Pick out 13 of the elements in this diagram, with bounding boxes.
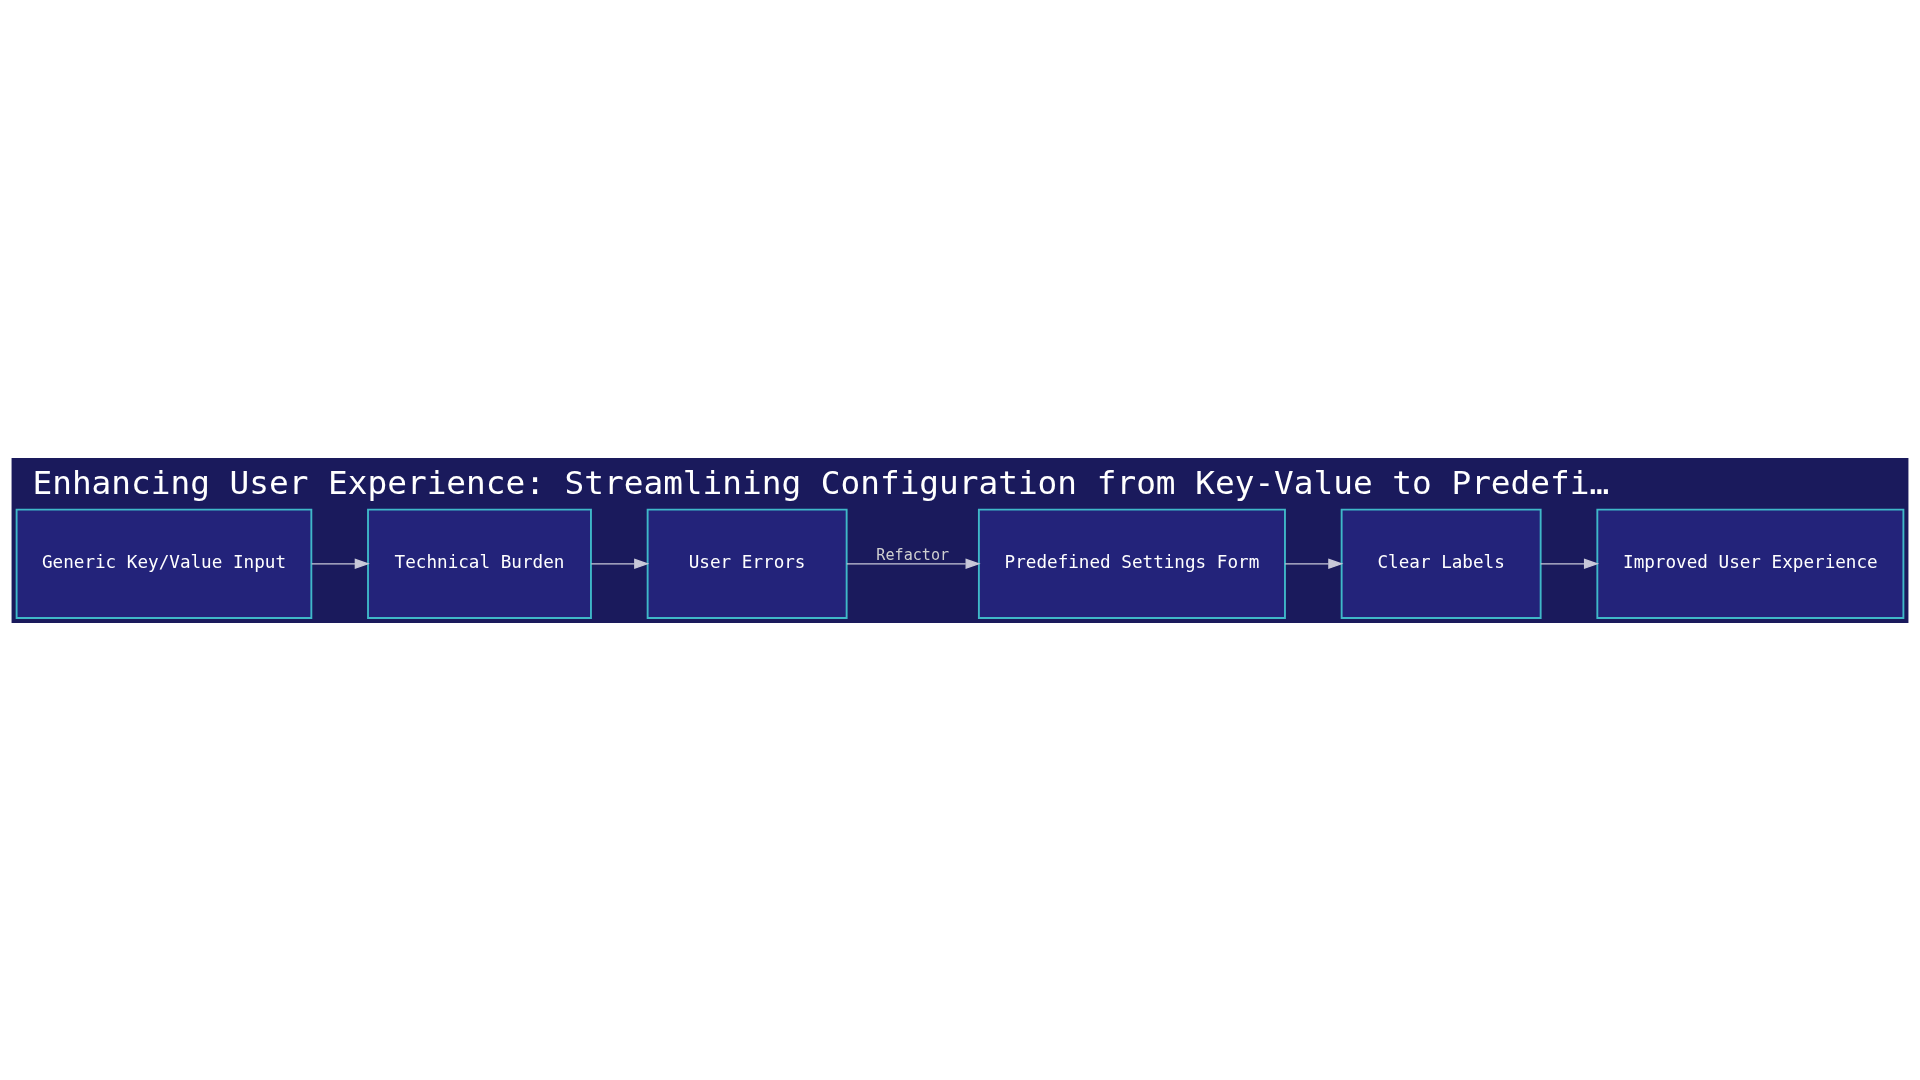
node-box: Improved User Experience <box>1596 508 1905 619</box>
node-box: User Errors <box>646 508 848 619</box>
node-box: Generic Key/Value Input <box>15 508 313 619</box>
node-box: Predefined Settings Form <box>977 508 1286 619</box>
arrow <box>1540 558 1600 569</box>
arrow <box>846 558 981 569</box>
node-box: Clear Labels <box>1340 508 1542 619</box>
arrow <box>311 558 370 569</box>
arrow <box>1284 558 1344 569</box>
edge-label: Refactor <box>876 545 950 564</box>
arrow <box>590 558 650 569</box>
node-box: Technical Burden <box>367 508 592 619</box>
diagram-title: Enhancing User Experience: Streamlining Configuration from Key-Value to Predefi… <box>32 463 1610 502</box>
